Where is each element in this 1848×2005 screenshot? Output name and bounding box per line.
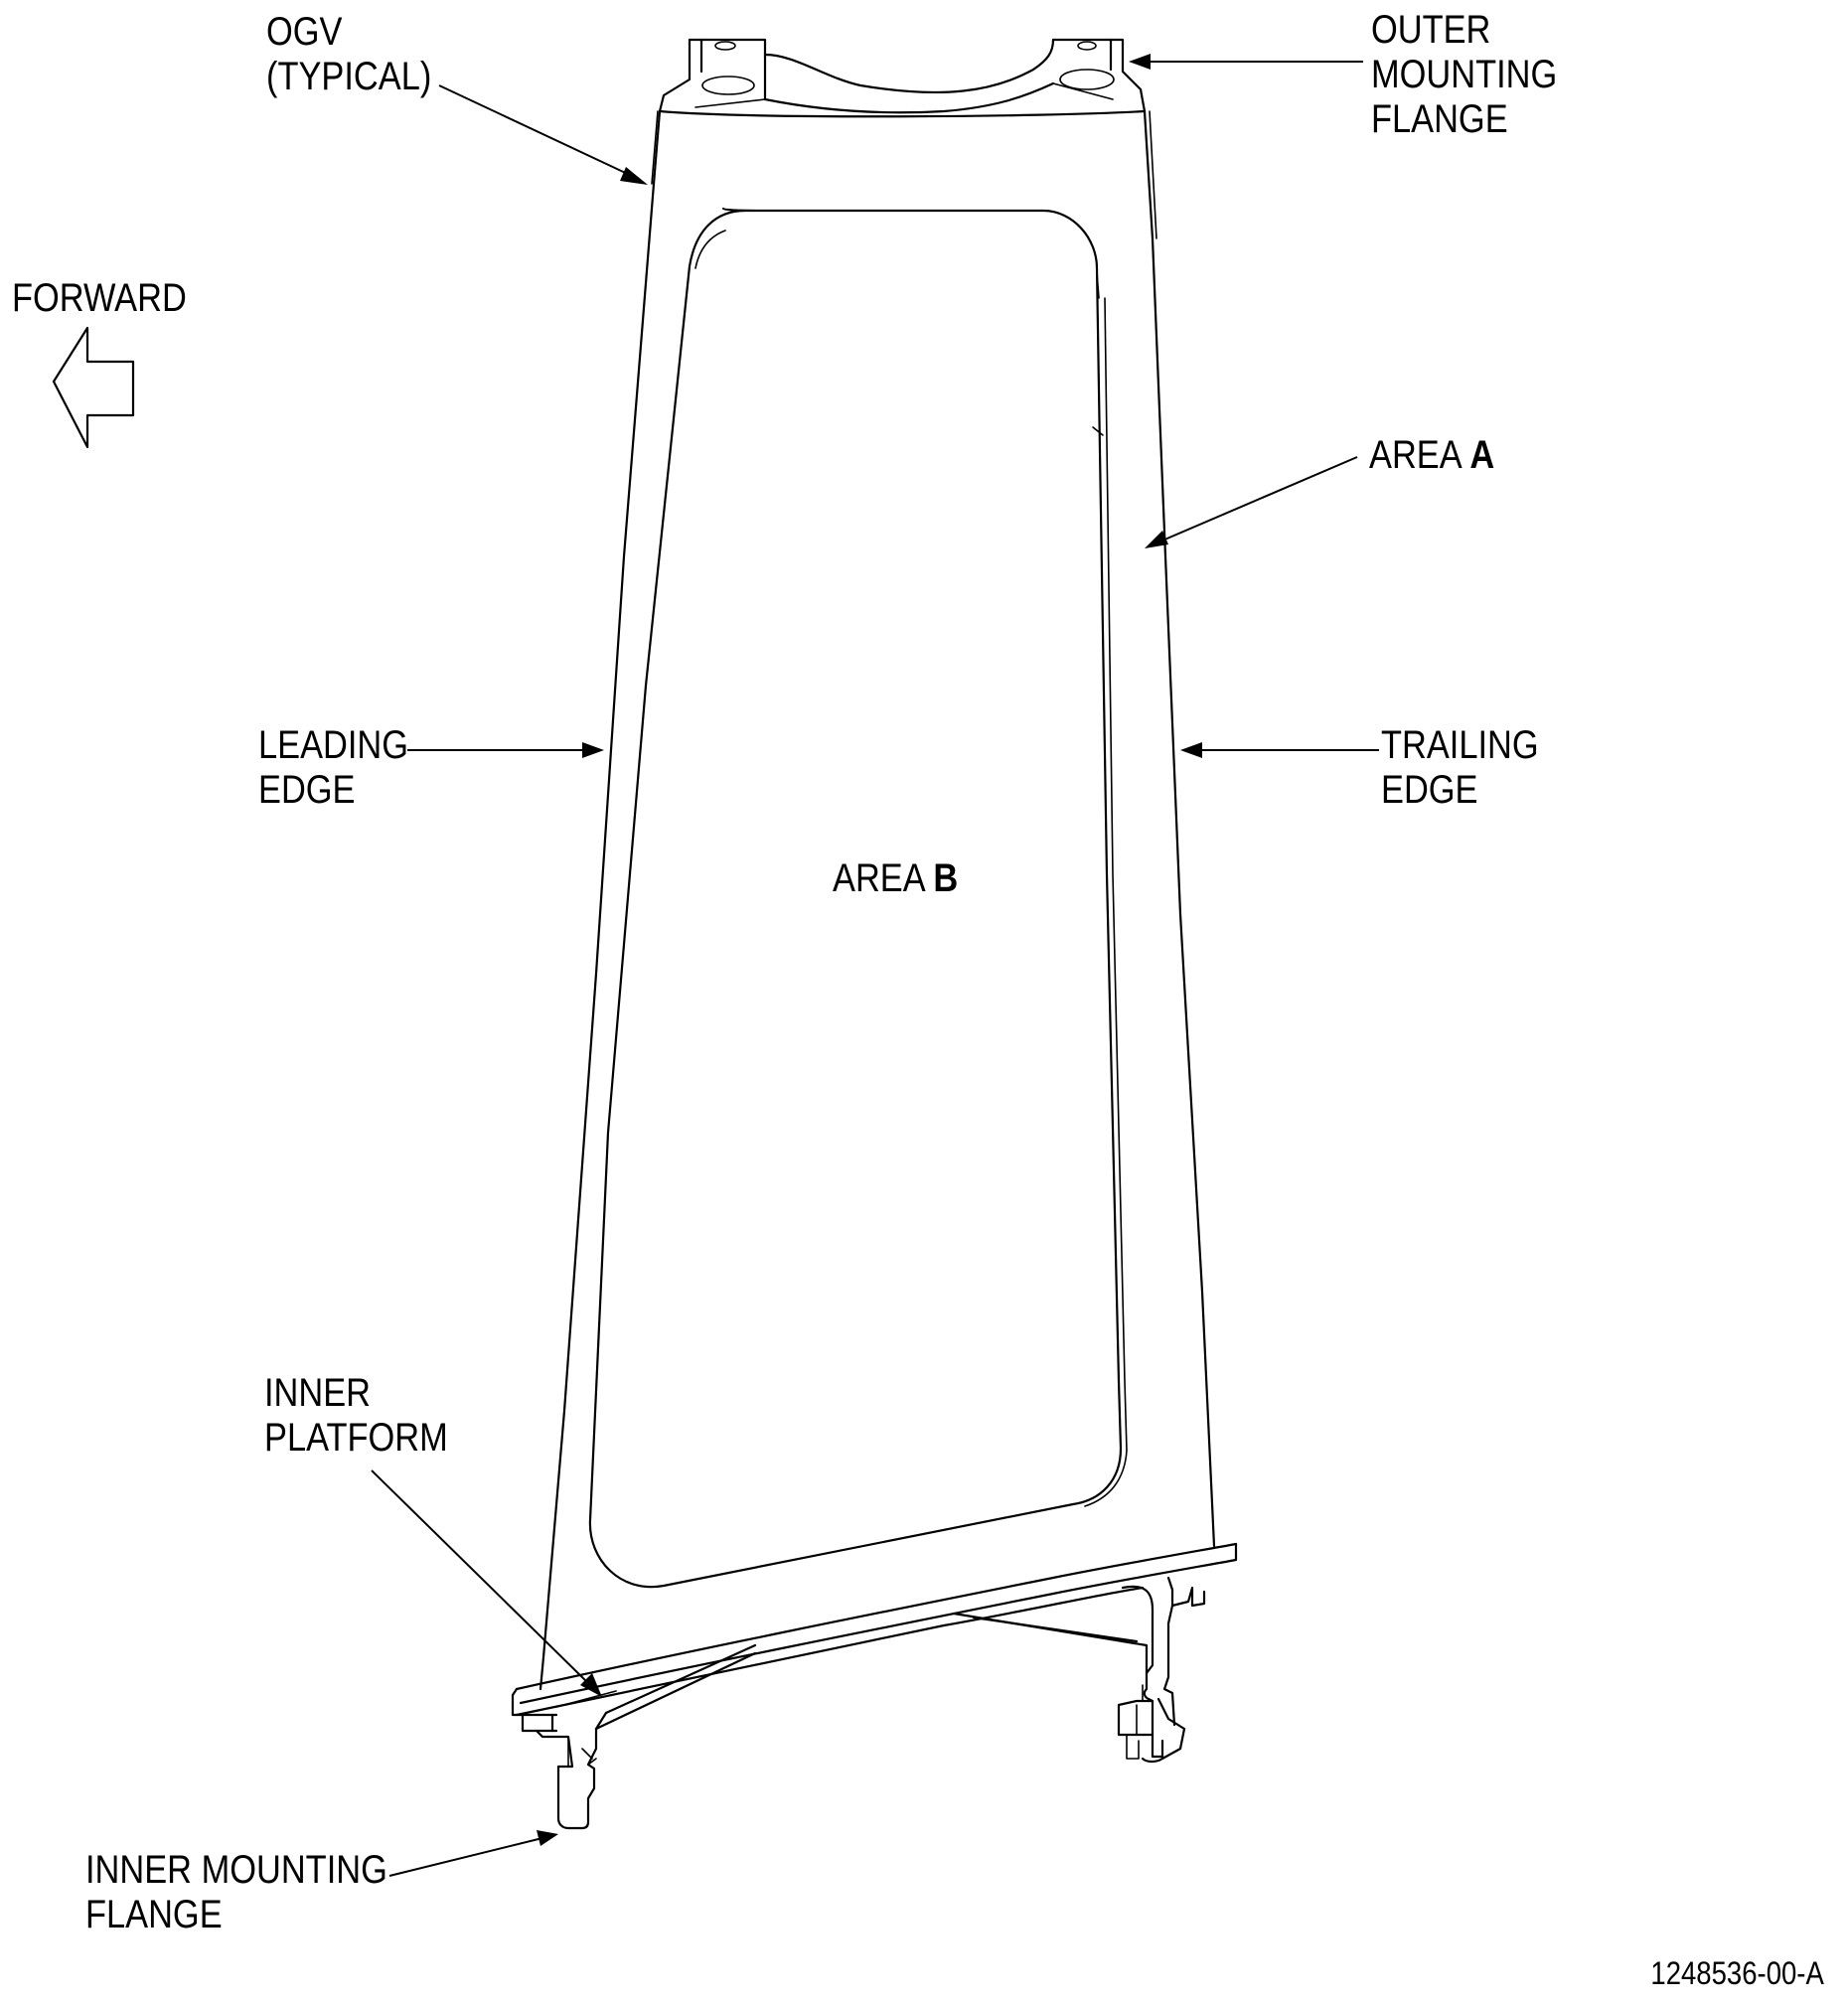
label-inner-flange-line1: INNER MOUNTING: [85, 1848, 387, 1892]
label-area-b: AREA B: [833, 856, 958, 901]
label-leading-edge-line1: LEADING: [258, 723, 409, 767]
label-area-b-letter: B: [933, 856, 959, 900]
label-leading-edge-line2: EDGE: [258, 768, 356, 812]
label-ogv: OGV (TYPICAL): [266, 10, 431, 99]
inner-platform: [511, 1542, 1238, 1830]
label-trailing-edge-line1: TRAILING: [1381, 723, 1539, 767]
label-outer-flange-line2: MOUNTING: [1371, 53, 1558, 96]
label-trailing-edge: TRAILING EDGE: [1381, 723, 1539, 813]
vane-outline: [539, 109, 1216, 1691]
leader-trailing-edge: [1180, 742, 1379, 758]
leader-ogv: [438, 84, 648, 185]
label-area-b-text: AREA: [833, 856, 934, 900]
label-outer-flange-line1: OUTER: [1371, 8, 1491, 52]
label-outer-mounting-flange: OUTER MOUNTING FLANGE: [1371, 8, 1557, 142]
leader-area-a: [1145, 456, 1358, 548]
label-forward: FORWARD: [12, 276, 187, 321]
figure-number: 1248536-00-A: [1650, 1955, 1824, 1991]
label-inner-platform-line2: PLATFORM: [264, 1416, 448, 1460]
label-area-a-text: AREA: [1369, 433, 1470, 477]
outer-mounting-flange: [658, 38, 1147, 118]
label-inner-flange-line2: FLANGE: [85, 1893, 223, 1936]
label-trailing-edge-line2: EDGE: [1381, 768, 1478, 812]
forward-arrow-icon: [52, 326, 135, 449]
label-ogv-line2: (TYPICAL): [266, 55, 432, 98]
leader-outer-flange: [1129, 54, 1363, 70]
label-area-a-letter: A: [1469, 433, 1495, 477]
leader-leading-edge: [407, 742, 604, 758]
label-outer-flange-line3: FLANGE: [1371, 97, 1508, 141]
label-area-a: AREA A: [1369, 433, 1494, 478]
label-forward-text: FORWARD: [12, 276, 187, 320]
label-inner-platform: INNER PLATFORM: [264, 1371, 448, 1461]
label-ogv-line1: OGV: [266, 10, 343, 54]
area-b-panel: [588, 207, 1128, 1589]
leader-inner-platform: [371, 1469, 602, 1697]
label-leading-edge: LEADING EDGE: [258, 723, 408, 813]
label-inner-platform-line1: INNER: [264, 1371, 372, 1415]
leader-inner-flange: [388, 1830, 558, 1877]
label-inner-mounting-flange: INNER MOUNTING FLANGE: [85, 1848, 387, 1937]
